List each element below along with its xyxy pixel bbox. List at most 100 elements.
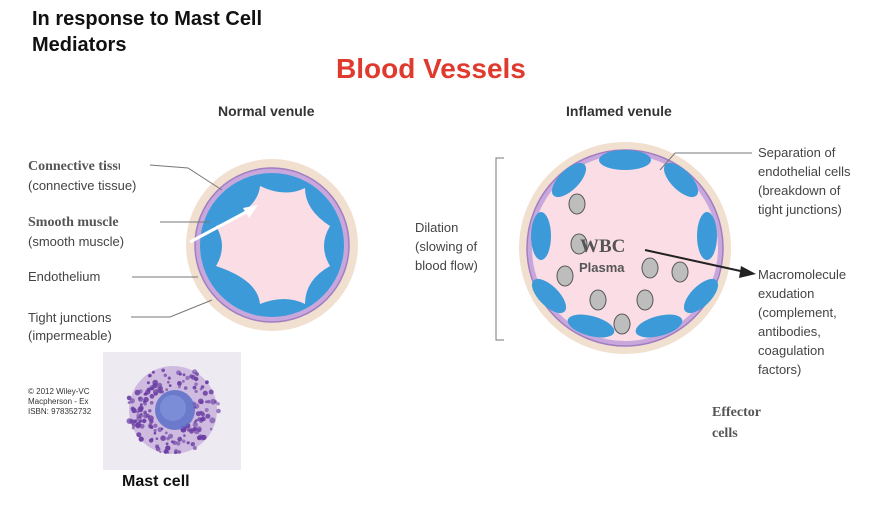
mast-cell-granule [159, 450, 162, 454]
mast-cell-granule [206, 399, 211, 404]
mast-cell-granule [148, 409, 152, 413]
separation-line-4: tight junctions) [758, 202, 842, 217]
mast-cell-granule [149, 393, 155, 399]
mast-cell-granule [163, 373, 167, 377]
mast-cell-granule [185, 375, 190, 381]
copyright-line-3: ISBN: 978352732 [28, 407, 92, 416]
mast-cell-granule [194, 382, 198, 386]
mast-cell-granule [130, 420, 135, 425]
mast-cell-granule [131, 426, 135, 430]
connective-leader [149, 164, 223, 191]
mast-cell-granule [190, 442, 195, 447]
mast-cell-granule [140, 403, 143, 406]
dilation-bracket [495, 157, 504, 341]
mast-cell-granule [186, 441, 190, 445]
dilation-line-2: (slowing of [415, 239, 478, 254]
separation-line-1: Separation of [758, 145, 836, 160]
mast-cell-granule [204, 400, 208, 404]
smooth-muscle-overlay: Smooth muscle [28, 215, 119, 230]
mast-cell-granule [165, 388, 169, 391]
mast-cell-granule [153, 423, 158, 428]
mast-cell-granule [138, 396, 144, 402]
dilation-line-1: Dilation [415, 220, 459, 235]
exudation-line-2: exudation [758, 286, 815, 301]
mast-cell-granule [138, 420, 142, 423]
mast-cell-granule [196, 426, 202, 432]
mast-cell-granule [182, 373, 186, 377]
mast-cell-granule [192, 385, 197, 390]
mast-cell-granule [155, 437, 159, 440]
white-blood-cells [556, 193, 689, 335]
mast-cell-granule [192, 422, 198, 428]
mast-cell-granule [198, 398, 204, 405]
dilation-line-3: blood flow) [415, 258, 478, 273]
exudation-arrow-shaft [644, 249, 746, 273]
tight-junction-leader [131, 299, 213, 318]
mast-cell-granule [191, 375, 196, 380]
mast-cell-granule [204, 408, 209, 412]
exudation-line-1: Macromolecule [758, 267, 847, 282]
mast-cell-granule [205, 380, 209, 385]
mast-cell-granule [164, 431, 168, 435]
tight-junctions-label: Tight junctions [28, 310, 112, 325]
normal-lumen [216, 186, 330, 304]
mast-cell-granule [149, 419, 154, 424]
mast-cell-granule [177, 381, 182, 386]
separation-line-2: endothelial cells [758, 164, 851, 179]
mast-cell-granule [177, 385, 181, 389]
mast-cell-granule [200, 385, 205, 389]
mast-cell-granule [142, 418, 147, 424]
copyright-line-1: © 2012 Wiley-VC [28, 387, 90, 396]
mast-cell-granule [168, 384, 172, 387]
mast-cell-granule [216, 408, 221, 414]
inflamed-venule [519, 142, 756, 354]
effector-line-2: cells [712, 426, 738, 441]
mast-cell-granule [163, 449, 169, 454]
mast-cell-granule [202, 390, 208, 396]
flow-arrow-head [243, 205, 258, 218]
mast-cell-granule [146, 381, 150, 385]
mast-cell-granule [157, 427, 163, 433]
mast-cell-granule [216, 402, 220, 406]
smooth-muscle-label: (smooth muscle) [28, 234, 125, 249]
connective-tissue-overlay: Connective tissue [28, 159, 120, 174]
mast-cell-granule [155, 444, 160, 449]
mast-cell-granule [160, 435, 166, 441]
mast-cell-caption: Mast cell [122, 473, 190, 490]
effector-line-1: Effector [712, 405, 761, 420]
mast-cell-granule [175, 441, 181, 446]
mast-cell-granule [129, 398, 135, 404]
mast-cell-granule [167, 380, 170, 384]
mast-cell-granule [165, 442, 169, 446]
mast-cell-granule [195, 419, 198, 422]
mast-cell-granule [153, 389, 159, 395]
mast-cell-granule [214, 400, 218, 404]
mast-cell-granule [160, 390, 164, 394]
connective-tissue-label: (connective tissue) [28, 178, 137, 193]
mast-cell-granule [135, 423, 141, 429]
mast-cell-granule [161, 368, 165, 373]
inflamed-venule-heading: Inflamed venule [566, 103, 672, 119]
plasma-label: Plasma [579, 260, 625, 275]
mast-cell-granule [194, 389, 198, 393]
mast-cell-granule [147, 374, 151, 378]
slide-subtitle: Blood Vessels [336, 53, 526, 84]
mast-cell-granule [183, 386, 188, 390]
mast-cell-granule [134, 389, 141, 396]
wbc-label: WBC [580, 236, 626, 257]
mast-cell-granule [147, 423, 153, 429]
mast-cell-granule [148, 438, 154, 443]
mast-cell-image [103, 352, 241, 470]
mast-cell-granule [153, 431, 157, 435]
mast-cell-granule [127, 401, 131, 404]
mast-cell-granule [143, 392, 147, 396]
mast-cell-granule [200, 412, 206, 417]
flow-arrow-shaft [189, 208, 251, 244]
mast-cell-granule [167, 376, 171, 380]
mast-cell-granule [136, 413, 142, 419]
mast-cell-granule [189, 428, 194, 434]
mast-cell-granule [201, 434, 207, 441]
mast-cell-granule [193, 403, 200, 409]
mast-cell-granule [181, 439, 186, 444]
